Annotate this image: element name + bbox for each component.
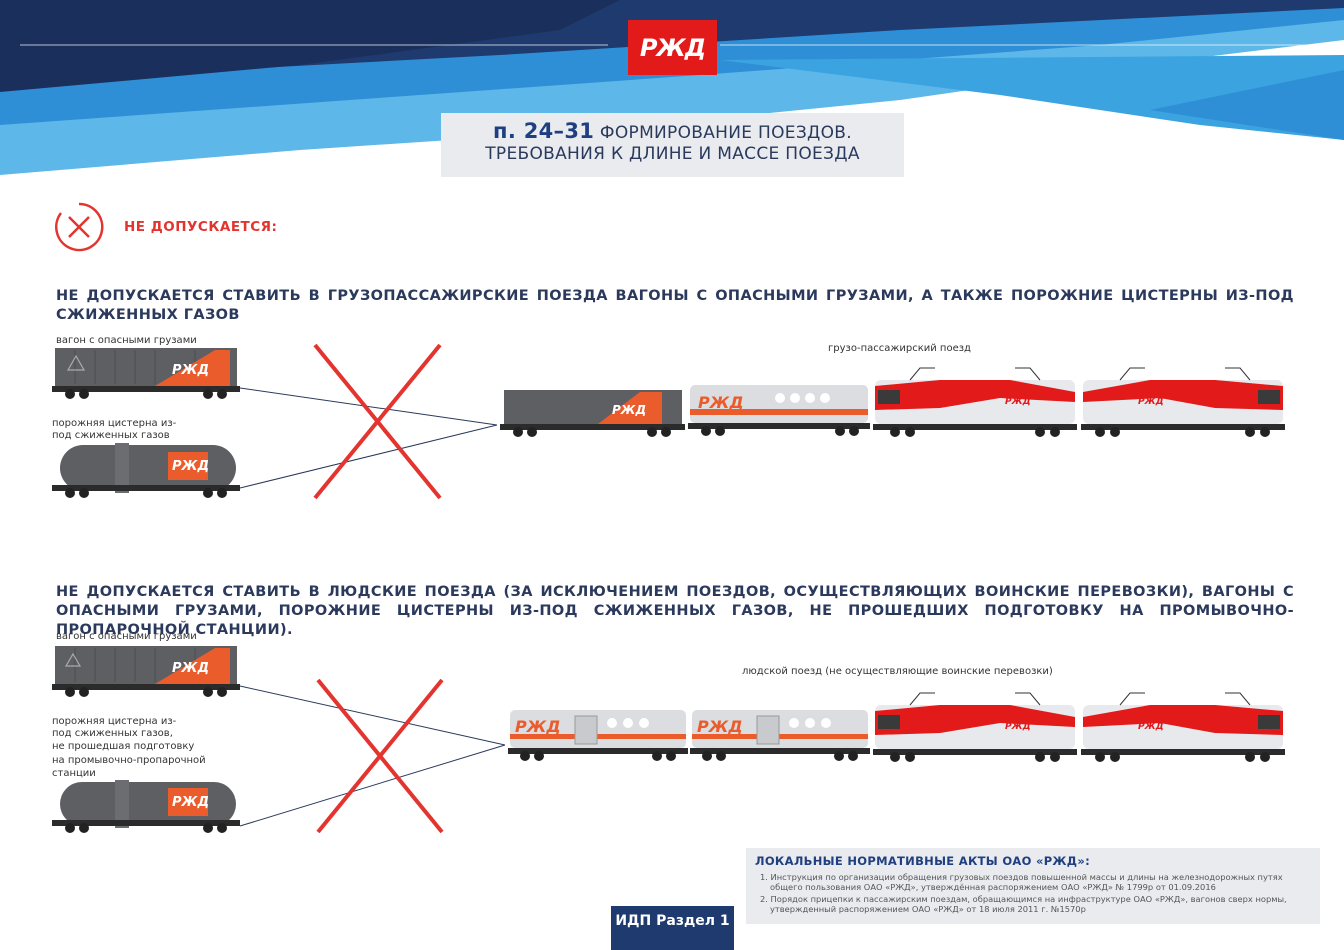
section-1-tank-label-2: под сжиженных газов: [52, 430, 170, 441]
warning-label: НЕ ДОПУСКАЕТСЯ:: [124, 219, 278, 235]
locomotive-section-1: РЖД: [873, 692, 1077, 762]
svg-text:РЖД: РЖД: [515, 717, 561, 736]
title-number: п. 24–31: [493, 119, 595, 143]
section-2-tank-label-3: не прошедшая подготовку: [52, 741, 195, 752]
locomotive-section-2: РЖД: [1081, 692, 1285, 762]
regulation-1-line-1: 1. Инструкция по организации обращения г…: [760, 872, 1283, 882]
section-2-train-caption: людской поезд (не осуществляющие воински…: [742, 666, 1053, 677]
hazard-wagon-icon: РЖД: [52, 646, 240, 697]
section-1-illustration: РЖД РЖД РЖД РЖД: [52, 343, 1285, 500]
cross-circle-icon: [55, 202, 104, 252]
tank-wagon-icon: РЖД: [52, 780, 240, 833]
section-2-tank-label-4: на промывочно-пропарочной: [52, 755, 206, 766]
header-background: [0, 0, 1344, 175]
train-passenger-car: РЖД: [688, 385, 870, 436]
svg-text:РЖД: РЖД: [1138, 722, 1164, 732]
title-text-2: ТРЕБОВАНИЯ К ДЛИНЕ И МАССЕ ПОЕЗДА: [485, 144, 860, 164]
regulation-2-line-2: утвержденный распоряжением ОАО «РЖД» от …: [770, 904, 1086, 914]
svg-text:РЖД: РЖД: [172, 661, 209, 676]
section-1-wagon-label: вагон с опасными грузами: [56, 335, 197, 346]
section-1-tank-label-1: порожняя цистерна из-: [52, 418, 177, 429]
locomotive-section-2: РЖД: [1081, 367, 1285, 437]
regulations-box: ЛОКАЛЬНЫЕ НОРМАТИВНЫЕ АКТЫ ОАО «РЖД»: 1.…: [746, 848, 1320, 924]
rzd-logo: РЖД: [628, 20, 717, 75]
section-footer-tab: ИДП Раздел 1: [611, 906, 734, 950]
svg-text:РЖД: РЖД: [1138, 397, 1164, 407]
section-2-tank-label-5: станции: [52, 768, 96, 779]
svg-text:РЖД: РЖД: [698, 393, 744, 412]
hazard-wagon-icon: РЖД: [52, 348, 240, 399]
title-line-1: п. 24–31 ФОРМИРОВАНИЕ ПОЕЗДОВ.: [441, 119, 904, 143]
tank-wagon-icon: РЖД: [52, 443, 240, 498]
regulation-2-line-1: 2. Порядок прицепки к пассажирским поезд…: [760, 894, 1287, 904]
svg-text:РЖД: РЖД: [1005, 397, 1031, 407]
section-2-wagon-label: вагон с опасными грузами: [56, 631, 197, 642]
svg-text:РЖД: РЖД: [172, 363, 209, 378]
rzd-logo-text: РЖД: [639, 33, 706, 62]
section-1-heading: НЕ ДОПУСКАЕТСЯ СТАВИТЬ В ГРУЗОПАССАЖИРСК…: [56, 288, 1294, 323]
title-box: п. 24–31 ФОРМИРОВАНИЕ ПОЕЗДОВ. ТРЕБОВАНИ…: [441, 113, 904, 177]
prohibition-cross-icon: [313, 343, 442, 500]
svg-text:РЖД: РЖД: [1005, 722, 1031, 732]
locomotive-section-1: РЖД: [873, 367, 1077, 437]
section-2-heading: НЕ ДОПУСКАЕТСЯ СТАВИТЬ В ЛЮДСКИЕ ПОЕЗДА …: [56, 584, 1294, 638]
title-text-1: ФОРМИРОВАНИЕ ПОЕЗДОВ.: [599, 123, 852, 143]
train-passenger-car-2: РЖД: [690, 710, 870, 761]
regulations-title: ЛОКАЛЬНЫЕ НОРМАТИВНЫЕ АКТЫ ОАО «РЖД»:: [755, 854, 1090, 868]
regulation-1-line-2: общего пользования ОАО «РЖД», утверждённ…: [770, 882, 1216, 892]
svg-text:РЖД: РЖД: [172, 459, 209, 474]
svg-text:РЖД: РЖД: [697, 717, 743, 736]
train-passenger-car-1: РЖД: [508, 710, 688, 761]
section-2-tank-label-1: порожняя цистерна из-: [52, 716, 177, 727]
prohibition-cross-icon: [316, 678, 444, 834]
section-2-illustration: РЖД РЖД РЖД РЖД: [52, 646, 1285, 834]
svg-text:РЖД: РЖД: [172, 795, 209, 810]
section-2-tank-label-2: под сжиженных газов,: [52, 728, 173, 739]
train-freight-wagon: РЖД: [500, 390, 685, 437]
svg-text:РЖД: РЖД: [612, 403, 646, 417]
section-1-train-caption: грузо-пассажирский поезд: [828, 343, 971, 354]
